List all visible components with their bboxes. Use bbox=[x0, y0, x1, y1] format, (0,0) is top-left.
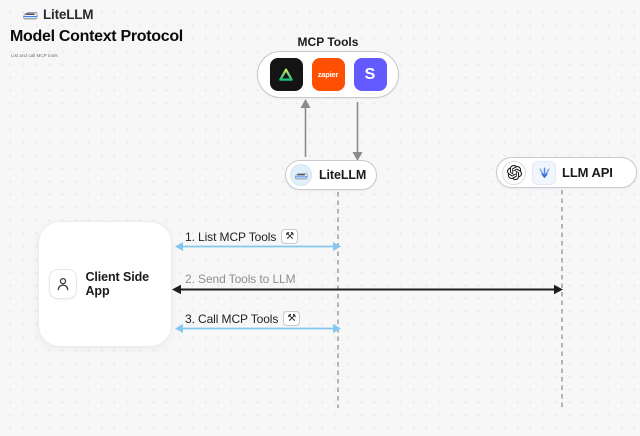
arrow-mcp-to-litellm bbox=[352, 102, 363, 161]
zapier-label: zapier bbox=[317, 70, 339, 79]
brand: LiteLLM bbox=[22, 7, 94, 22]
page-title: Model Context Protocol bbox=[10, 28, 183, 45]
step-1-label: 1. List MCP Tools ⚒ bbox=[185, 229, 299, 244]
train-icon bbox=[23, 11, 38, 19]
stripe-label: S bbox=[364, 65, 376, 83]
mcp-tools-label: MCP Tools bbox=[297, 35, 359, 49]
brand-label: LiteLLM bbox=[43, 7, 94, 22]
stripe-icon: S bbox=[353, 58, 387, 91]
zapier-icon: zapier bbox=[311, 58, 345, 91]
mcp-tools-node: zapier S bbox=[257, 51, 399, 98]
tools-icon: ⚒ bbox=[283, 311, 301, 326]
page-subtitle: List and call MCP tools bbox=[11, 53, 58, 58]
client-side-app-node: Client Side App bbox=[38, 221, 172, 347]
openai-icon bbox=[502, 160, 526, 185]
person-icon bbox=[49, 269, 78, 299]
tools-icon: ⚒ bbox=[281, 229, 299, 244]
litellm-node: LiteLLM bbox=[285, 160, 377, 190]
llm-api-node-label: LLM API bbox=[562, 165, 613, 180]
green-triangle-tool-icon bbox=[269, 58, 303, 91]
llm-api-node: LLM API bbox=[496, 157, 637, 188]
arrow-litellm-to-mcp bbox=[300, 99, 311, 157]
step-3-label: 3. Call MCP Tools ⚒ bbox=[185, 311, 301, 326]
train-icon bbox=[290, 164, 312, 186]
step-2-label: 2. Send Tools to LLM bbox=[185, 272, 296, 286]
client-node-label: Client Side App bbox=[85, 270, 149, 298]
arrow-step-2 bbox=[172, 284, 563, 295]
blue-llm-provider-icon bbox=[532, 160, 556, 185]
litellm-node-label: LiteLLM bbox=[319, 168, 367, 182]
